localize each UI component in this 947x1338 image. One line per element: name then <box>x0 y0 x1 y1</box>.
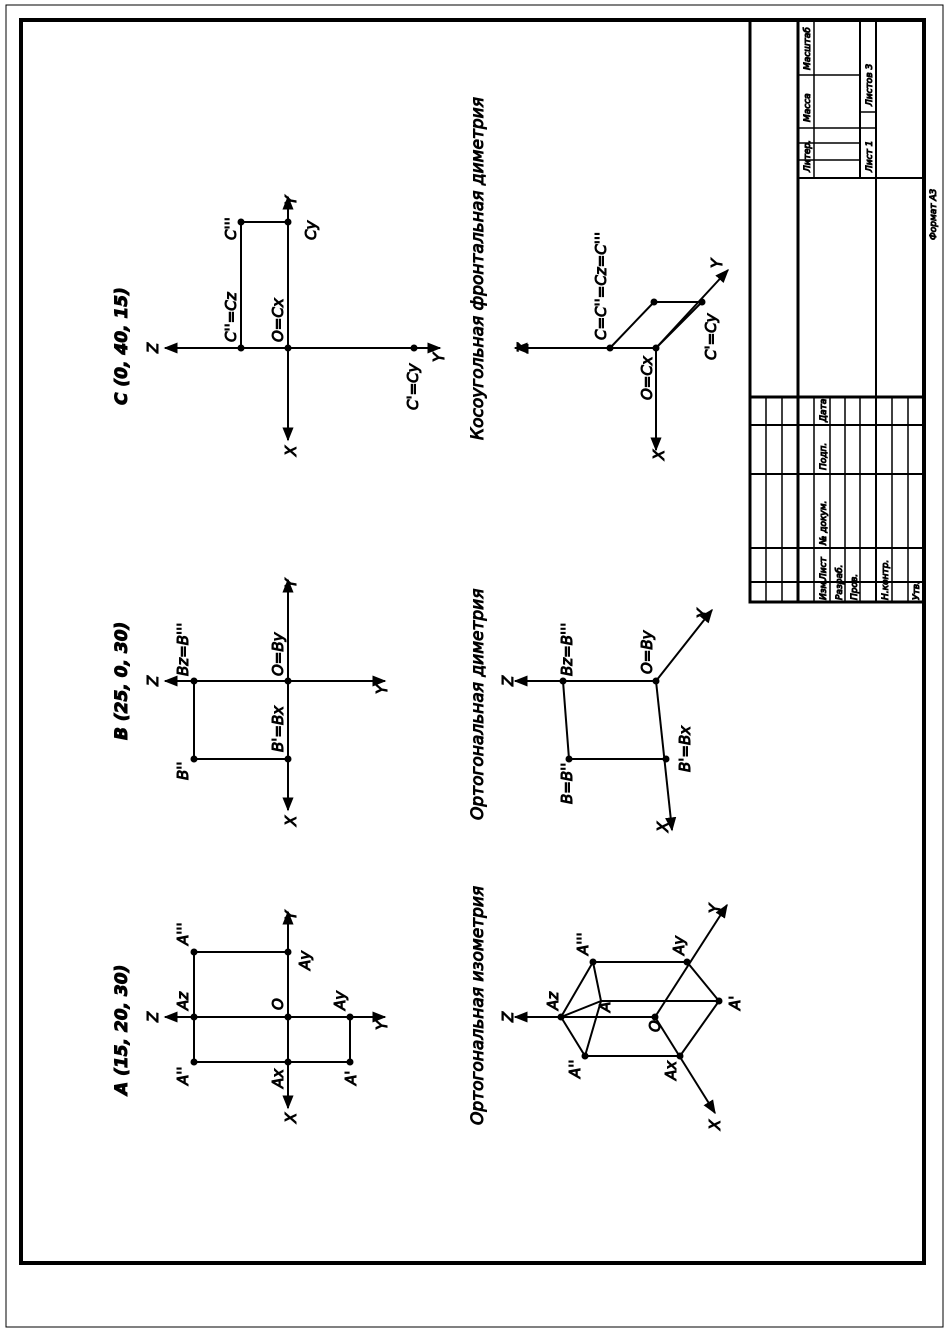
iso-a3: A''' <box>574 932 592 956</box>
iso-ay: Ay <box>670 935 688 956</box>
axis-y2-a: Y <box>373 1019 391 1030</box>
points-cab <box>606 298 706 352</box>
iso-ax: Ax <box>662 1061 680 1081</box>
label-az: Az <box>174 991 192 1011</box>
stamp-ncontr: Н.контр. <box>881 560 891 600</box>
axis-y-c: Y <box>282 194 300 205</box>
label-b2: B'' <box>174 761 192 780</box>
title-block-text: Литер. Масса Масштаб Лист 1 Листов 3 Изм… <box>803 26 940 600</box>
label-ay2: Ay <box>331 990 349 1011</box>
caption-cab: Косоугольная фронтальная диметрия <box>468 97 488 440</box>
axis-y2-c: Y <box>430 351 448 362</box>
label-a2: A'' <box>174 1066 192 1086</box>
axis-y-cab: Y <box>708 257 726 268</box>
inner-frame <box>19 18 926 1265</box>
points-c <box>237 218 418 352</box>
iso-a1: A' <box>726 996 744 1011</box>
iso-a: A <box>596 1002 614 1013</box>
stamp-dev: Разраб. <box>835 565 845 600</box>
points-iso <box>557 958 723 1060</box>
title-a: A (15, 20, 30) <box>112 965 132 1097</box>
stamp-sheet: Лист 1 <box>865 141 875 173</box>
axis-y-dim: Y <box>694 607 712 618</box>
label-b1: B'=Bx <box>269 706 287 752</box>
axis-x-cab: X <box>650 449 668 461</box>
stamp-sign: Подп. <box>819 443 829 470</box>
axis-x-a: X <box>282 1112 300 1124</box>
axis-z-cab: Z <box>514 342 532 354</box>
title-b: B (25, 0, 30) <box>112 622 132 740</box>
label-a1: A' <box>342 1071 360 1086</box>
label-c1: C'=Cy <box>404 362 422 410</box>
label-cy: Cy <box>302 220 320 240</box>
diagram-isometry-labels: Z X Y A'' Az A''' A O Ay A' Ax <box>499 902 745 1132</box>
dim-b2: B=B'' <box>558 763 576 804</box>
stamp-scale: Масштаб <box>803 27 813 70</box>
diagram-dimetry <box>513 608 713 832</box>
axis-x-b: X <box>282 815 300 827</box>
label-o-c: O=Cx <box>269 298 287 342</box>
stamp-izm: Изм. <box>819 579 829 600</box>
axis-z-iso: Z <box>499 1011 517 1023</box>
points-dim <box>559 677 670 763</box>
dim-bz: Bz=B''' <box>558 623 576 676</box>
diagram-a-orthographic <box>163 910 387 1110</box>
diagram-isometry <box>513 903 728 1115</box>
stamp-appr: Утв. <box>912 581 922 600</box>
title-block <box>748 18 926 604</box>
stamp-list: Лист <box>819 556 829 581</box>
label-bz: Bz=B''' <box>174 623 192 676</box>
label-o-b: O=By <box>269 631 287 676</box>
axis-z-a: Z <box>144 1011 162 1023</box>
stamp-mass: Масса <box>803 93 813 122</box>
diagram-c-labels: X Y Z Y C''=Cz C''' O=Cx Cy C'=Cy <box>144 194 449 458</box>
diagram-cabinet <box>513 268 729 452</box>
axis-x-iso: X <box>706 1119 724 1131</box>
outer-frame <box>5 4 944 1328</box>
cab-c: C=C''=Cz=C''' <box>592 232 610 340</box>
iso-a2: A'' <box>566 1059 584 1079</box>
label-c2: C''=Cz <box>222 291 240 342</box>
axis-y-a: Y <box>282 909 300 920</box>
points-a <box>190 948 354 1066</box>
stamp-sheets: Листов 3 <box>865 64 875 107</box>
axis-z-dim: Z <box>499 675 517 687</box>
diagram-b-orthographic <box>163 578 387 812</box>
dim-b1: B'=Bx <box>676 726 694 772</box>
label-o-a: O <box>269 998 287 1010</box>
dim-o: O=By <box>638 629 656 674</box>
label-ay: Ay <box>296 950 314 971</box>
title-c: C (0, 40, 15) <box>112 287 132 405</box>
caption-dim: Ортогональная диметрия <box>468 589 488 820</box>
diagram-a-labels: X Y Z Y A'' Az A''' O Ay Ax Ay A' <box>144 909 392 1125</box>
stamp-doc: № докум. <box>819 501 829 546</box>
label-c3: C''' <box>222 217 240 240</box>
diagram-c-orthographic <box>163 195 442 442</box>
stamp-format: Формат А3 <box>929 188 939 240</box>
stamp-lit: Литер. <box>803 140 813 173</box>
axis-y-b: Y <box>282 577 300 588</box>
axis-z-b: Z <box>144 675 162 687</box>
axis-y2-b: Y <box>373 683 391 694</box>
axis-x-dim: X <box>654 821 672 833</box>
iso-az: Az <box>544 991 562 1011</box>
stamp-date: Дата <box>819 399 829 423</box>
axis-y-iso: Y <box>706 902 724 913</box>
label-a3: A''' <box>174 922 192 946</box>
caption-iso: Ортогональная изометрия <box>468 886 488 1125</box>
diagram-b-labels: X Y Z Y B'' Bz=B''' O=By B'=Bx <box>144 577 392 828</box>
diagram-cabinet-labels: Z X Y C=C''=Cz=C''' O=Cx C'=Cy <box>514 231 727 461</box>
points-b <box>190 677 292 763</box>
axis-x-c: X <box>282 445 300 457</box>
diagram-dimetry-labels: Z X Y B=B'' Bz=B''' O=By B'=Bx <box>499 607 713 834</box>
stamp-check: Пров. <box>850 574 860 600</box>
axis-z-c: Z <box>144 342 162 354</box>
label-ax: Ax <box>269 1069 287 1089</box>
cab-o: O=Cx <box>638 356 656 400</box>
iso-o: O <box>646 1020 664 1032</box>
cab-c1: C'=Cy <box>702 312 720 360</box>
